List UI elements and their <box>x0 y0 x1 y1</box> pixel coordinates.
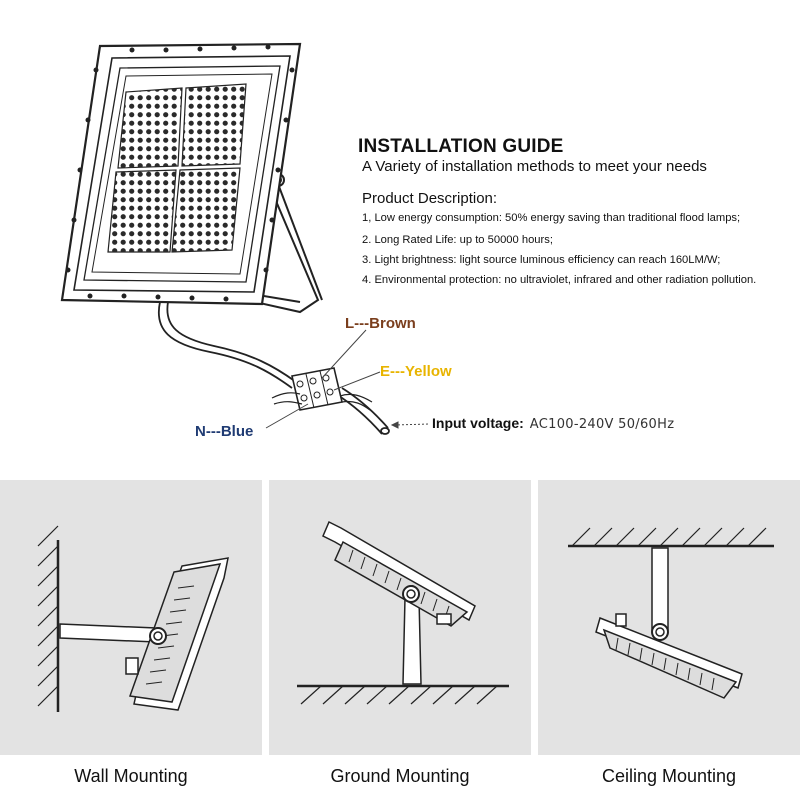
caption-ceiling-mounting: Ceiling Mounting <box>601 766 737 786</box>
ground-mounting-panel <box>269 480 531 755</box>
input-voltage: Input voltage: AC100-240V 50/60Hz <box>432 415 674 432</box>
wire-label-neutral: N---Blue <box>195 423 254 440</box>
guide-title: INSTALLATION GUIDE <box>358 136 564 157</box>
caption-ground-mounting: Ground Mounting <box>330 766 470 786</box>
description-title: Product Description: <box>362 190 498 207</box>
input-voltage-value: AC100-240V 50/60Hz <box>529 417 675 432</box>
ceiling-mounting-panel <box>538 480 800 755</box>
ground-mounting-illustration <box>297 520 509 705</box>
description-item-1: 1, Low energy consumption: 50% energy sa… <box>362 212 741 224</box>
input-voltage-label: Input voltage: <box>432 415 524 431</box>
description-item-2: 2. Long Rated Life: up to 50000 hours; <box>362 234 553 246</box>
terminal-block <box>271 367 373 411</box>
wire-label-live: L---Brown <box>345 315 416 332</box>
ceiling-mounting-illustration <box>568 527 774 699</box>
caption-wall-mounting: Wall Mounting <box>74 766 188 786</box>
wall-mounting-illustration <box>37 525 229 712</box>
description-item-3: 3. Light brightness: light source lumino… <box>362 254 721 266</box>
wall-mounting-panel <box>0 480 262 755</box>
led-modules <box>107 83 247 253</box>
description-item-4: 4. Environmental protection: no ultravio… <box>362 274 757 286</box>
wire-label-earth: E---Yellow <box>380 363 452 380</box>
flood-light-illustration <box>60 42 431 435</box>
guide-subtitle: A Variety of installation methods to mee… <box>362 158 707 175</box>
wire-leader-lines <box>265 329 431 429</box>
